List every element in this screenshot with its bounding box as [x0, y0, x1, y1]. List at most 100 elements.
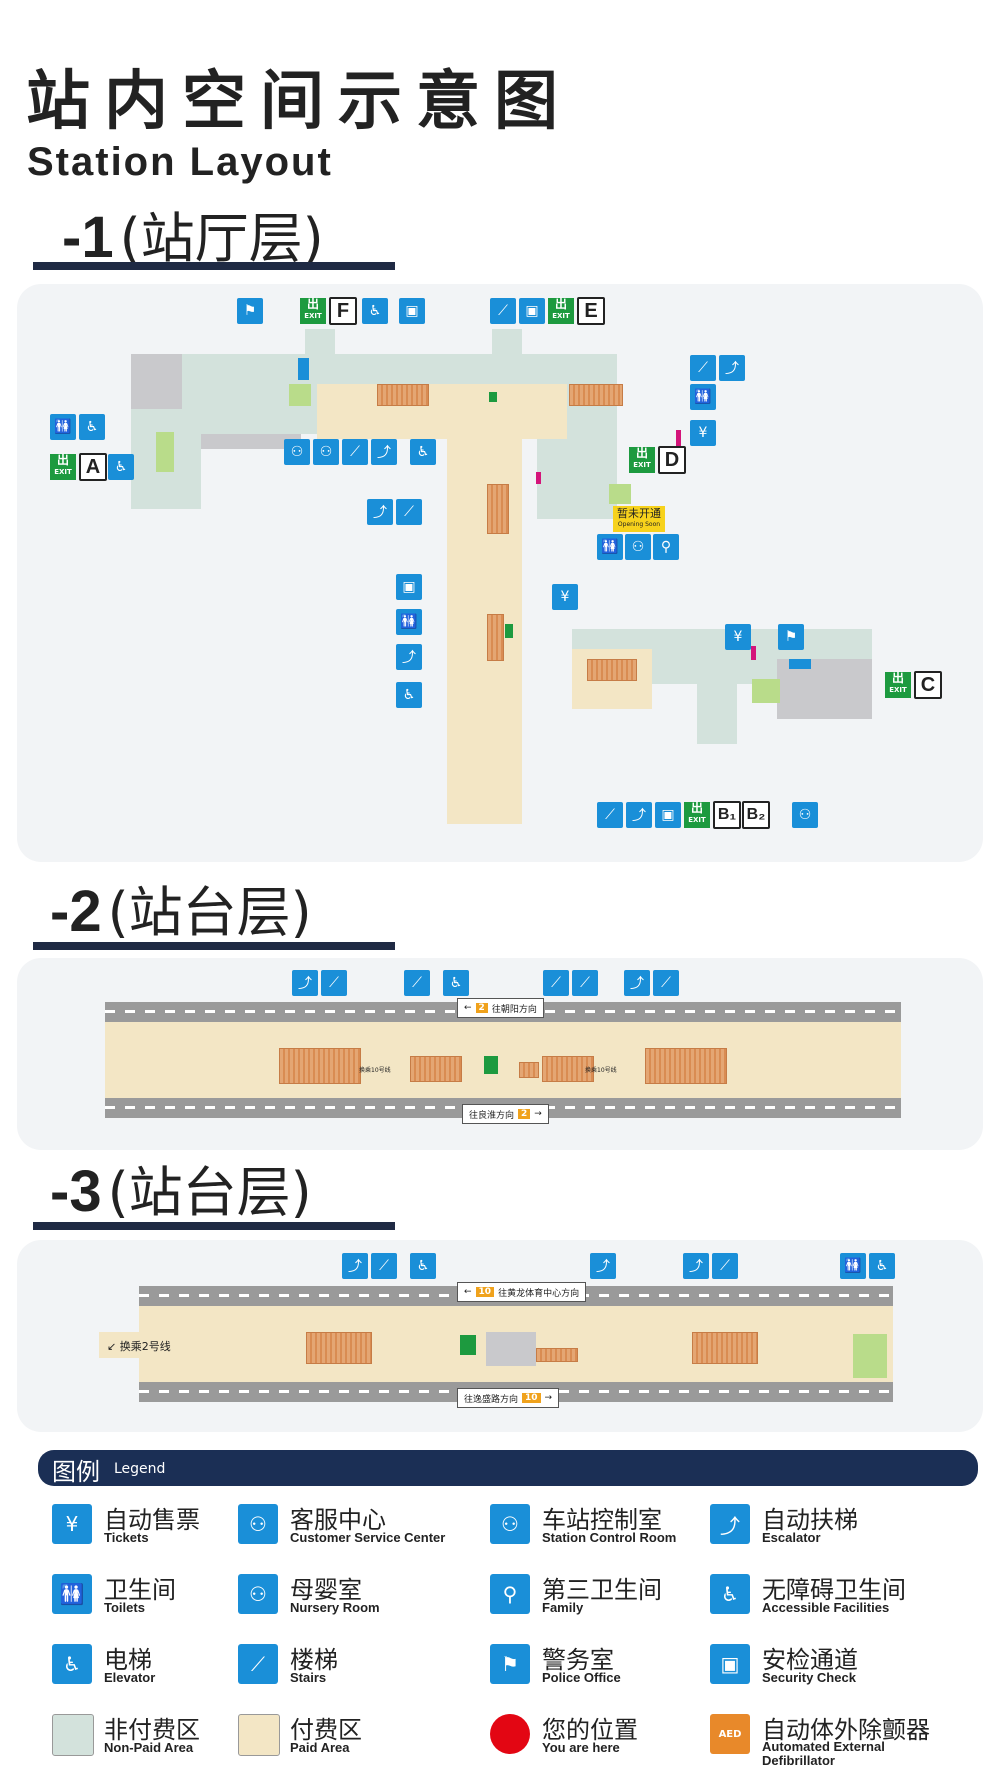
- ticket-machine-d: [676, 430, 681, 448]
- escalator-platform-2-b: [645, 1048, 727, 1084]
- stairs-icon: ⟋: [371, 1253, 397, 1279]
- non-paid-corridor-f: [305, 329, 335, 359]
- aed-icon: AED: [710, 1714, 750, 1754]
- control-room-icon: ⚇: [490, 1504, 530, 1544]
- ticket-machine-c: [751, 646, 756, 660]
- stairs-icon: ⟋: [653, 970, 679, 996]
- escalator-platform-3-b: [692, 1332, 758, 1364]
- stairs-small: [519, 1062, 539, 1078]
- floor-underline: [33, 262, 395, 270]
- escalator-south: [587, 659, 637, 681]
- floor-title-platform-2: -2(站台层): [50, 879, 312, 944]
- security-check-icon: ▣: [519, 298, 545, 324]
- accessible-toilet-icon: ♿: [869, 1253, 895, 1279]
- stairs-icon: ⟋: [342, 439, 368, 465]
- customer-service-icon: ⚇: [238, 1504, 278, 1544]
- transfer-label-right: 换乘10号线: [585, 1067, 617, 1074]
- escalator-platform-3-a: [306, 1332, 372, 1364]
- elevator-icon: ♿: [52, 1644, 92, 1684]
- page-subtitle: Station Layout: [27, 140, 333, 184]
- nursery-room-icon: ⚇: [625, 534, 651, 560]
- stairs-icon: ⟋: [597, 802, 623, 828]
- elevator-platform-2: [484, 1056, 498, 1074]
- family-toilet-icon: ⚲: [490, 1574, 530, 1614]
- stairs-icon: ⟋: [543, 970, 569, 996]
- stairs-icon: ⟋: [490, 298, 516, 324]
- stairs-icon: ⟋: [712, 1253, 738, 1279]
- escalator-icon: ⤴: [683, 1253, 709, 1279]
- ticket-machine-center: [536, 472, 541, 484]
- exit-a-letter: A: [79, 453, 107, 481]
- elevator-icon: ♿: [362, 298, 388, 324]
- ticket-machine-icon: ¥: [690, 420, 716, 446]
- toilets-icon: 🚻: [52, 1574, 92, 1614]
- escalator-north-right: [569, 384, 623, 406]
- escalator-north-left: [377, 384, 429, 406]
- toilets-icon: 🚻: [690, 384, 716, 410]
- paid-area-north: [317, 384, 567, 439]
- elevator-icon: ♿: [108, 454, 134, 480]
- toilet-room-d: [609, 484, 631, 504]
- equipment-area-c: [777, 659, 872, 719]
- security-check-icon: ▣: [399, 298, 425, 324]
- stairs-icon: ⟋: [321, 970, 347, 996]
- ticket-machine-icon: ¥: [725, 624, 751, 650]
- exit-b2-letter: B₂: [742, 801, 770, 829]
- legend-title-cn: 图例: [52, 1458, 100, 1486]
- toilets-icon: 🚻: [597, 534, 623, 560]
- stairs-center: [487, 614, 504, 661]
- customer-service-icon: ⚇: [792, 802, 818, 828]
- customer-service-icon: ⚇: [284, 439, 310, 465]
- paid-area-swatch: [238, 1714, 280, 1756]
- escalator-icon: ⤴: [626, 802, 652, 828]
- family-toilet-icon: ⚲: [653, 534, 679, 560]
- escalator-icon: ⤴: [590, 1253, 616, 1279]
- stairs-icon: ⟋: [396, 499, 422, 525]
- non-paid-corridor-b: [697, 654, 737, 744]
- elevator-icon: ♿: [410, 439, 436, 465]
- accessible-toilet-icon: ♿: [79, 414, 105, 440]
- police-office-icon: ⚑: [237, 298, 263, 324]
- floor-title-platform-3: -3(站台层): [50, 1159, 312, 1224]
- stairs-icon: ⟋: [690, 355, 716, 381]
- floor-title-concourse: -1(站厅层): [62, 205, 324, 270]
- nursery-room-icon: ⚇: [238, 1574, 278, 1614]
- toilet-room-platform-3: [853, 1334, 887, 1378]
- stairs-platform-3: [536, 1348, 578, 1362]
- floor-underline: [33, 942, 395, 950]
- ticket-machine-icon: ¥: [552, 584, 578, 610]
- escalator-icon: ⤴: [342, 1253, 368, 1279]
- toilet-room-b: [752, 679, 780, 703]
- police-office-icon: ⚑: [778, 624, 804, 650]
- accessible-toilet-icon: ♿: [710, 1574, 750, 1614]
- escalator-icon: ⤴: [719, 355, 745, 381]
- escalator-icon: ⤴: [367, 499, 393, 525]
- page-title: 站内空间示意图: [26, 65, 572, 139]
- escalator-icon: ⤴: [292, 970, 318, 996]
- non-paid-area-swatch: [52, 1714, 94, 1756]
- floor-underline: [33, 1222, 395, 1230]
- security-check-icon: ▣: [396, 574, 422, 600]
- escalator-platform-2-a: [279, 1048, 361, 1084]
- elevator-icon: ♿: [410, 1253, 436, 1279]
- escalator-center: [487, 484, 509, 534]
- toilets-icon: 🚻: [840, 1253, 866, 1279]
- service-room: [289, 384, 311, 406]
- control-room-icon: ⚇: [313, 439, 339, 465]
- toilets-icon: 🚻: [50, 414, 76, 440]
- elevator-south: [505, 624, 513, 638]
- equipment-platform-3: [486, 1332, 536, 1366]
- island-platform-2: [105, 1022, 901, 1098]
- exit-c-letter: C: [914, 671, 942, 699]
- escalator-icon: ⤴: [371, 439, 397, 465]
